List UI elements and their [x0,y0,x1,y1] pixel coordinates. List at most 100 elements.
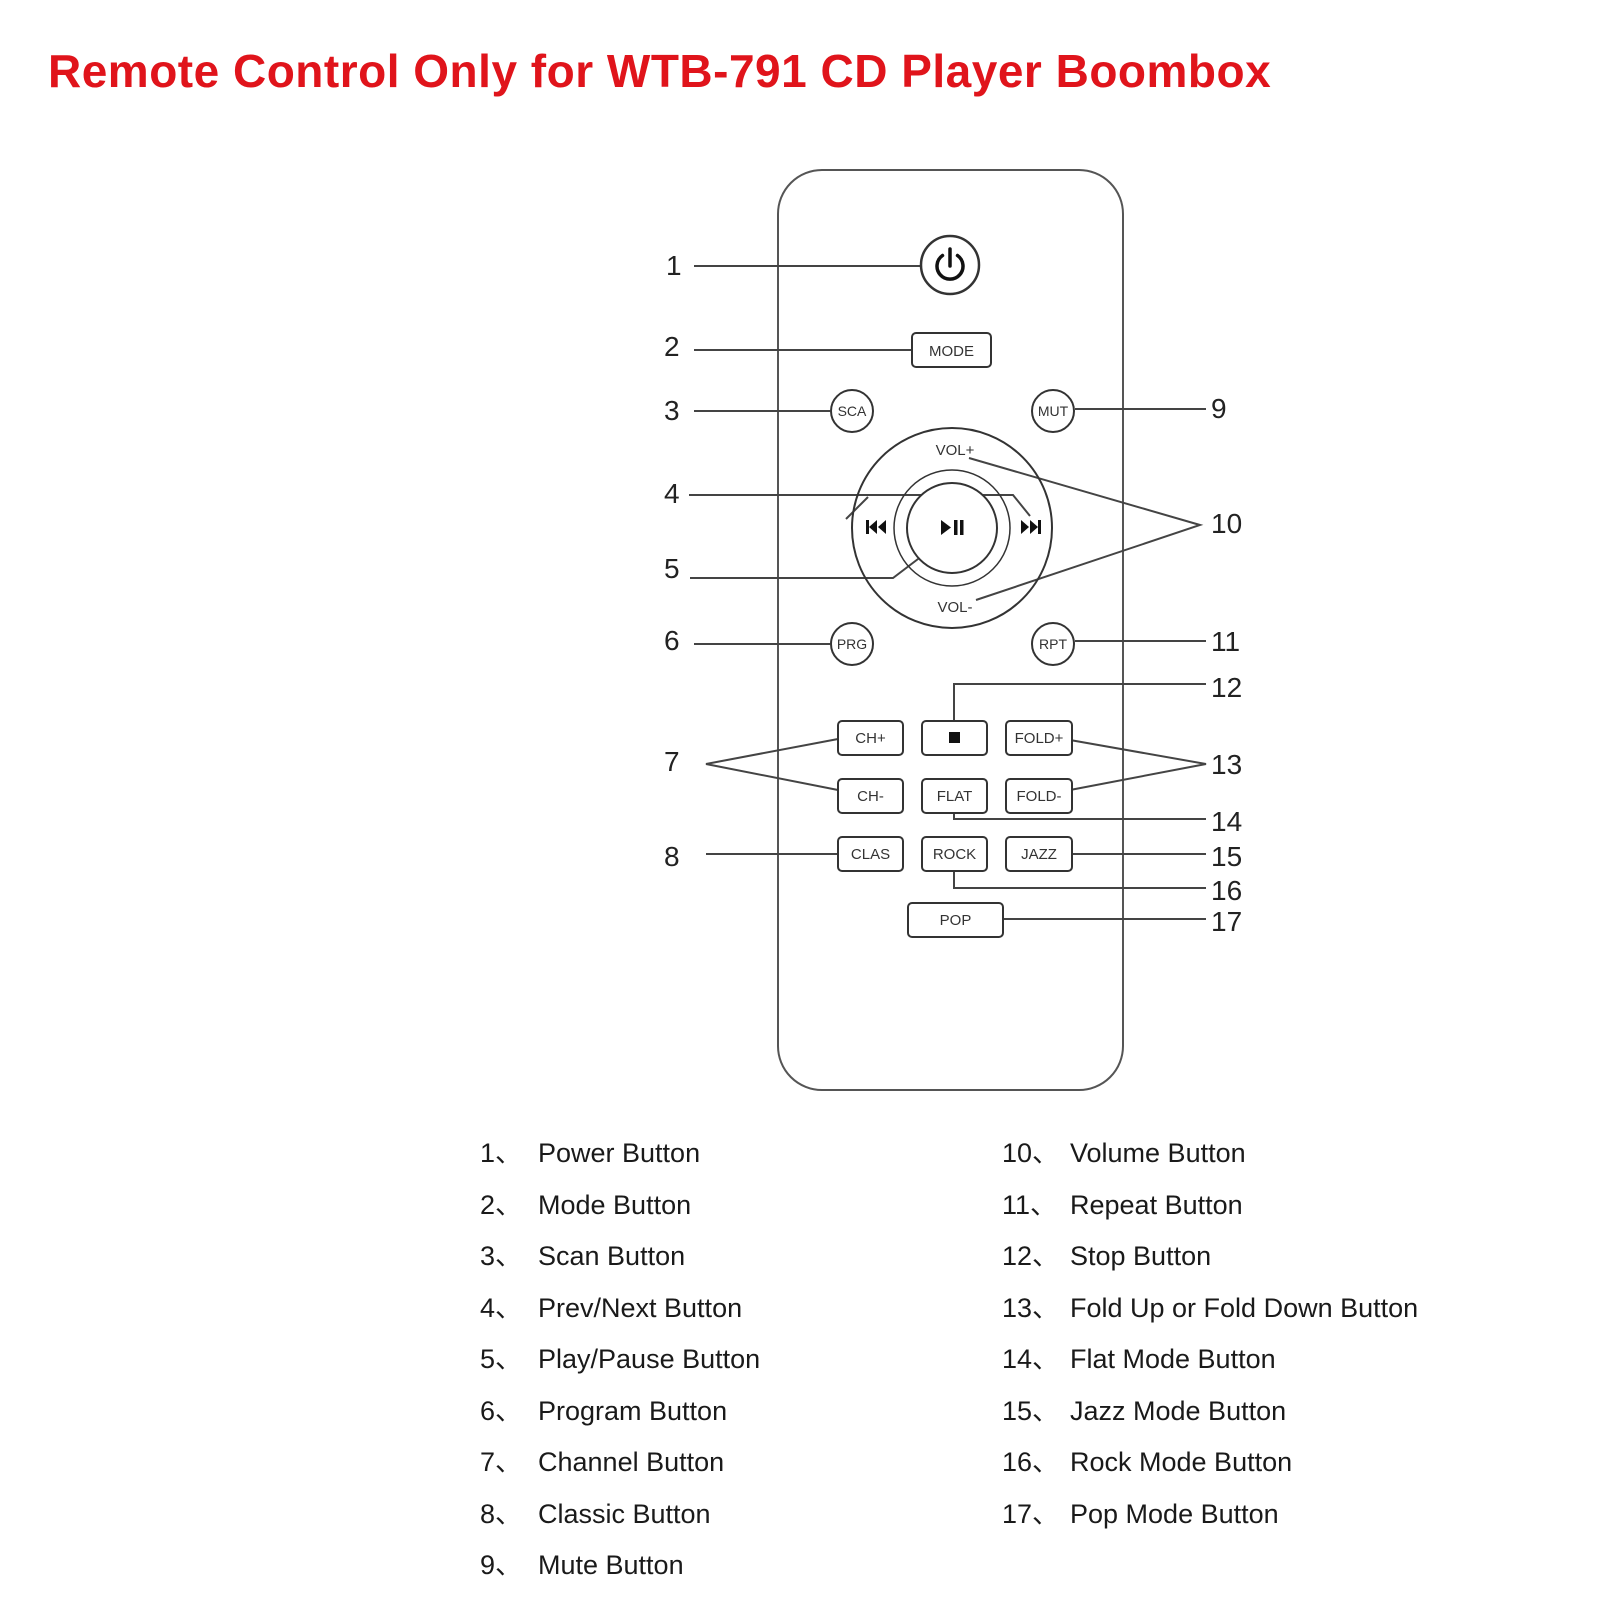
legend-item: 13、Fold Up or Fold Down Button [1002,1283,1418,1335]
rock-label: ROCK [933,846,976,863]
flat-button[interactable]: FLAT [921,778,988,814]
legend-item: 10、 Volume Button [1002,1128,1418,1180]
legend-number: 12、 [1002,1241,1060,1271]
mode-button[interactable]: MODE [911,332,992,368]
legend-item: 14、Flat Mode Button [1002,1334,1418,1386]
legend-label: Channel Button [538,1447,725,1477]
callout-8: 8 [664,841,680,872]
legend-right-column: 10、 Volume Button 11、 Repeat Button 12、 Sto… [1002,1128,1418,1540]
prev-track-icon [866,520,886,534]
channel-down-label: CH- [857,788,884,805]
classic-button[interactable]: CLAS [837,836,904,872]
stop-button[interactable] [921,720,988,756]
legend-label: Play/Pause Button [538,1344,761,1374]
program-button[interactable]: PRG [830,622,874,666]
channel-up-button[interactable]: CH+ [837,720,904,756]
legend-number: 10、 [1002,1138,1060,1168]
fold-down-button[interactable]: FOLD- [1005,778,1073,814]
mode-button-label: MODE [929,343,974,360]
classic-label: CLAS [851,846,890,863]
callout-17: 17 [1211,906,1242,937]
legend-number: 11、 [1002,1189,1058,1220]
legend-number: 15、 [1002,1395,1060,1426]
legend-item: 17、 Pop Mode Button [1002,1489,1418,1541]
legend-label: Pop Mode Button [1070,1498,1279,1529]
callout-4: 4 [664,478,680,509]
legend-label: Power Button [538,1138,701,1168]
legend-item: 5、 Play/Pause Button [480,1334,760,1386]
navigation-ring [851,427,1053,629]
repeat-button[interactable]: RPT [1031,622,1075,666]
legend-item: 1、 Power Button [480,1128,760,1180]
scan-button[interactable]: SCA [830,389,874,433]
legend-number: 3、 [480,1241,523,1271]
legend-item: 2、 Mode Button [480,1180,760,1232]
volume-up-button[interactable]: VOL+ [936,442,975,459]
mute-button-label: MUT [1038,403,1069,419]
jazz-label: JAZZ [1021,846,1057,863]
legend-item: 11、 Repeat Button [1002,1180,1418,1232]
remote-body [777,169,1124,1091]
callout-1: 1 [666,250,682,281]
pop-label: POP [940,912,972,929]
stop-icon [949,732,960,743]
legend-label: Volume Button [1070,1138,1246,1168]
remote-diagram: 1 2 3 4 5 6 7 8 9 10 11 12 13 14 15 16 1… [664,169,1242,1091]
callout-10: 10 [1211,508,1242,539]
legend-number: 14、 [1002,1344,1060,1374]
fold-up-label: FOLD+ [1015,730,1064,747]
legend-label: Scan Button [538,1241,686,1271]
program-button-label: PRG [837,636,867,652]
play-pause-icon [941,520,964,535]
callout-3: 3 [664,395,680,426]
legend-number: 16、 [1002,1447,1060,1477]
channel-up-label: CH+ [855,730,886,747]
jazz-button[interactable]: JAZZ [1005,836,1073,872]
rock-button[interactable]: ROCK [921,836,988,872]
pop-button[interactable]: POP [907,902,1004,938]
fold-up-button[interactable]: FOLD+ [1005,720,1073,756]
callout-5: 5 [664,553,680,584]
legend-number: 17、 [1002,1498,1060,1529]
legend-number: 2、 [480,1189,523,1220]
play-pause-button[interactable] [906,482,998,574]
callout-7: 7 [664,746,680,777]
legend-label: Rock Mode Button [1070,1447,1293,1477]
legend-label: Jazz Mode Button [1070,1395,1287,1426]
callout-11: 11 [1211,626,1240,657]
legend-label: Repeat Button [1070,1189,1243,1220]
legend-number: 5、 [480,1344,523,1374]
legend-number: 9、 [480,1550,523,1580]
page-title: Remote Control Only for WTB-791 CD Playe… [48,45,1272,97]
power-button[interactable] [919,234,981,296]
legend-number: 7、 [480,1447,523,1477]
scan-button-label: SCA [838,403,867,419]
flat-label: FLAT [937,788,973,805]
callout-16: 16 [1211,875,1242,906]
legend-label: Mute Button [538,1550,684,1580]
legend-label: Mode Button [538,1189,692,1220]
mute-button[interactable]: MUT [1031,389,1075,433]
callout-6: 6 [664,625,680,656]
prev-button[interactable] [866,520,886,534]
callout-15: 15 [1211,841,1242,872]
legend-left-column: 1、 Power Button 2、 Mode Button 3、 Scan Butt… [480,1128,760,1592]
callout-13: 13 [1211,749,1242,780]
legend-item: 15、 Jazz Mode Button [1002,1386,1418,1438]
legend-number: 1、 [480,1138,523,1168]
volume-down-button[interactable]: VOL- [937,599,972,616]
callout-14: 14 [1211,806,1242,837]
callout-2: 2 [664,331,680,362]
fold-down-label: FOLD- [1017,788,1062,805]
next-button[interactable] [1021,520,1041,534]
legend-label: Prev/Next Button [538,1292,743,1323]
legend-label: Classic Button [538,1498,711,1529]
legend-number: 6、 [480,1395,523,1426]
legend-label: Stop Button [1070,1241,1212,1271]
legend-item: 6、Program Button [480,1386,760,1438]
legend-item: 8、Classic Button [480,1489,760,1541]
legend-item: 16、 Rock Mode Button [1002,1437,1418,1489]
repeat-button-label: RPT [1039,636,1067,652]
channel-down-button[interactable]: CH- [837,778,904,814]
legend-item: 7、 Channel Button [480,1437,760,1489]
